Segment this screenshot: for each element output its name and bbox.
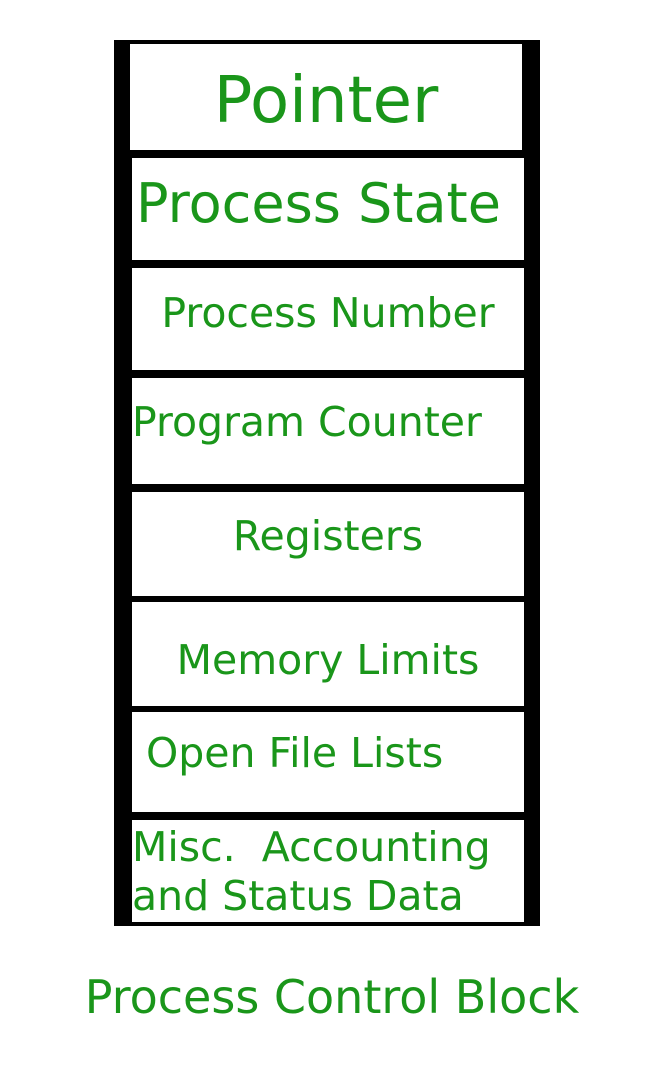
field-misc-accounting: Misc. Accounting and Status Data xyxy=(132,820,524,922)
field-misc-accounting-label: Misc. Accounting and Status Data xyxy=(132,823,491,920)
diagram-caption: Process Control Block xyxy=(84,970,580,1024)
field-registers-label: Registers xyxy=(232,511,424,560)
field-program-counter-label: Program Counter xyxy=(132,397,482,446)
field-memory-limits: Memory Limits xyxy=(132,602,524,706)
field-process-number-label: Process Number xyxy=(161,288,495,337)
field-process-state-label: Process State xyxy=(136,172,501,235)
field-memory-limits-label: Memory Limits xyxy=(176,635,480,684)
field-pointer-label: Pointer xyxy=(213,64,439,138)
field-process-state: Process State xyxy=(132,158,524,260)
field-program-counter: Program Counter xyxy=(132,378,524,484)
field-open-file-lists: Open File Lists xyxy=(132,712,524,812)
pcb-block: Pointer Process State Process Number Pro… xyxy=(114,40,540,926)
field-process-number: Process Number xyxy=(132,268,524,370)
field-open-file-lists-label: Open File Lists xyxy=(146,728,444,777)
field-pointer: Pointer xyxy=(130,44,522,150)
field-registers: Registers xyxy=(132,492,524,596)
